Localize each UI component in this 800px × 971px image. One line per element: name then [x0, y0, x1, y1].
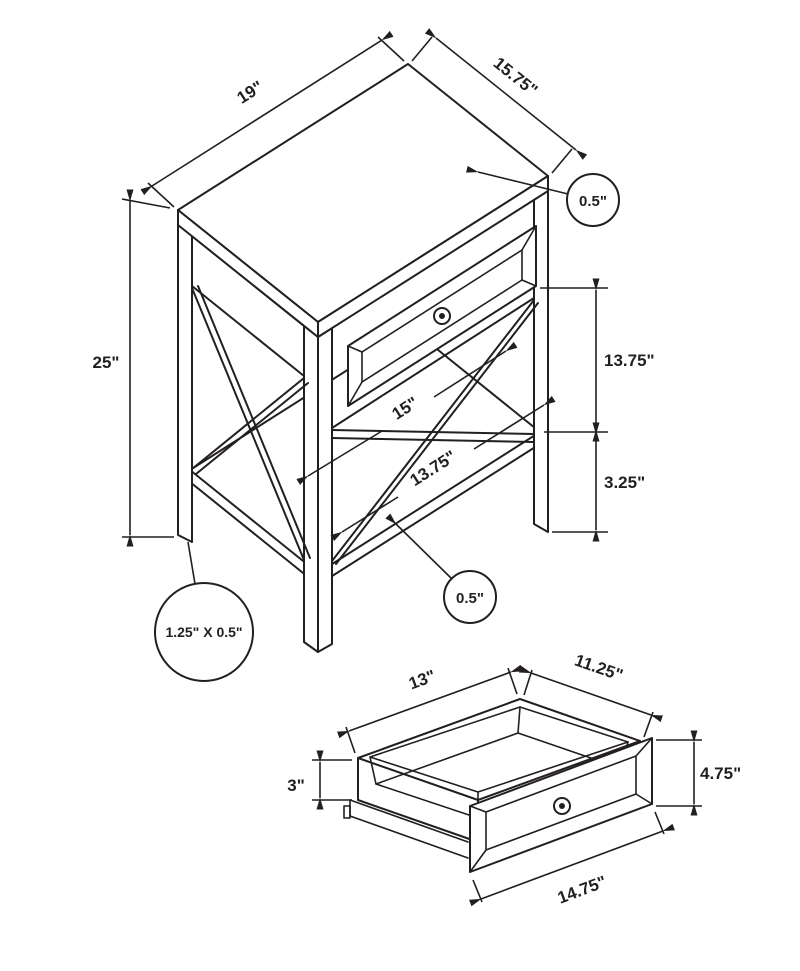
drawer-detail-view: 13" 11.25" 3" 4.75" 14.75": [287, 651, 741, 908]
front-leg: [303, 325, 333, 653]
dim-drawer-front-height: 4.75": [656, 730, 741, 816]
dim-drawer-front-height-label: 4.75": [700, 764, 741, 783]
drawer-front-panel: [469, 737, 653, 873]
dim-shelf-clearance: 3.25": [552, 422, 645, 542]
callout-top-thickness: 0.5": [465, 165, 620, 227]
drawer-front: [347, 225, 537, 407]
dim-drawer-depth-label: 11.25": [572, 651, 625, 685]
dim-overall-height: 25": [93, 189, 174, 547]
dim-top-thickness-label: 0.5": [579, 193, 607, 210]
dim-opening-height-label: 13.75": [604, 351, 655, 370]
dim-opening-height: 13.75": [540, 278, 655, 442]
drawer-knob: [433, 307, 451, 325]
dim-drawer-front-width-label: 14.75": [555, 872, 609, 908]
dim-drawer-side-height-label: 3": [287, 776, 305, 795]
dim-shelf-clearance-label: 3.25": [604, 473, 645, 492]
dim-leg-profile-label: 1.25" X 0.5": [165, 624, 242, 640]
dim-drawer-width-label: 13": [406, 666, 438, 693]
callout-leg-profile: 1.25" X 0.5": [154, 541, 254, 682]
dim-overall-height-label: 25": [93, 353, 120, 372]
left-x-brace: [191, 285, 311, 561]
drawer-knob: [553, 797, 571, 815]
dim-drawer-depth: 11.25": [518, 651, 664, 738]
dim-shelf-thickness-label: 0.5": [456, 590, 484, 607]
callout-shelf-thickness: 0.5": [385, 513, 497, 624]
table-main-view: 19" 15.75" 0.5" 25" 13.75": [93, 28, 655, 682]
left-leg: [177, 224, 193, 543]
dim-top-width-label: 19": [234, 77, 267, 108]
dim-top-depth-label: 15.75": [490, 53, 541, 99]
drawer-slide-rail: [343, 799, 469, 859]
dim-drawer-side-height: 3": [287, 750, 352, 810]
